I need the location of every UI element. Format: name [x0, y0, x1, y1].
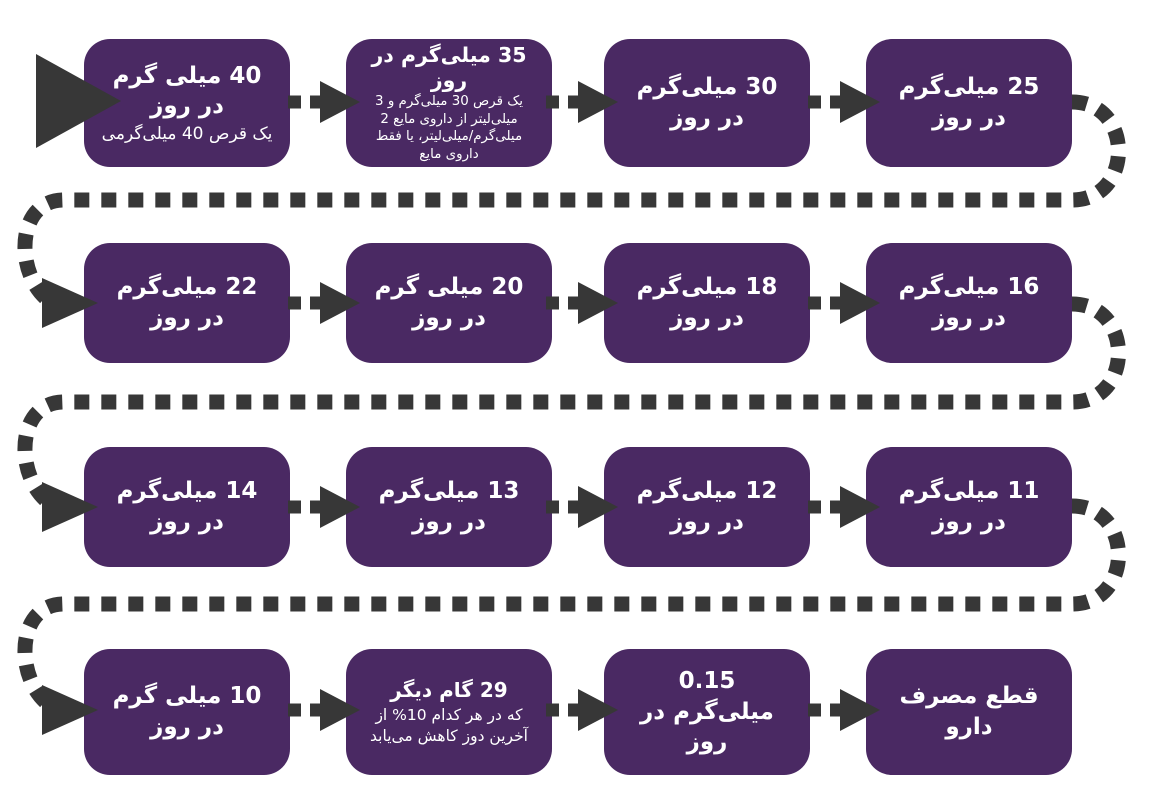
dotted-arrow-connectors [288, 81, 880, 731]
step-title: 16 میلی‌گرم در روز [898, 274, 1040, 331]
step-box-16mg-per-day: 16 میلی‌گرم در روز [866, 243, 1072, 363]
step-box-20mg-per-day: 20 میلی گرم در روز [346, 243, 552, 363]
step-title: 11 میلی‌گرم در روز [898, 478, 1040, 535]
step-title: 10 میلی گرم در روز [112, 683, 262, 740]
step-subtitle: یک قرص 30 میلی‌گرم و 3 میلی‌لیتر از دارو… [375, 94, 523, 162]
step-title: 22 میلی‌گرم در روز [116, 274, 258, 331]
step-box-29-more-steps: 29 گام دیگر که در هر کدام 10% از آخرین د… [346, 649, 552, 775]
step-title: 13 میلی‌گرم در روز [378, 478, 520, 535]
step-title: 40 میلی گرم در روز [112, 62, 262, 120]
step-title: 20 میلی گرم در روز [374, 274, 524, 331]
step-subtitle: یک قرص 40 میلی‌گرمی [101, 123, 273, 144]
step-title: 29 گام دیگر [390, 677, 508, 702]
step-box-13mg-per-day: 13 میلی‌گرم در روز [346, 447, 552, 567]
step-box-22mg-per-day: 22 میلی‌گرم در روز [84, 243, 290, 363]
step-box-35mg-per-day: 35 میلی‌گرم در روز یک قرص 30 میلی‌گرم و … [346, 39, 552, 167]
step-title: 25 میلی‌گرم در روز [898, 74, 1040, 131]
step-box-30mg-per-day: 30 میلی‌گرم در روز [604, 39, 810, 167]
dotted-snake-paths [25, 102, 1119, 704]
step-subtitle: که در هر کدام 10% از آخرین دوز کاهش می‌ی… [370, 705, 528, 745]
step-box-10mg-per-day: 10 میلی گرم در روز [84, 649, 290, 775]
step-title: 35 میلی‌گرم در روز [371, 43, 527, 92]
step-box-40mg-per-day: 40 میلی گرم در روز یک قرص 40 میلی‌گرمی [84, 39, 290, 167]
step-title: 18 میلی‌گرم در روز [636, 274, 778, 331]
step-box-stop-medication: قطع مصرف دارو [866, 649, 1072, 775]
step-title: 14 میلی‌گرم در روز [116, 478, 258, 535]
step-box-18mg-per-day: 18 میلی‌گرم در روز [604, 243, 810, 363]
step-box-14mg-per-day: 14 میلی‌گرم در روز [84, 447, 290, 567]
step-box-12mg-per-day: 12 میلی‌گرم در روز [604, 447, 810, 567]
step-title: 0.15 میلی‌گرم در روز [640, 668, 774, 756]
step-title: قطع مصرف دارو [899, 683, 1039, 740]
step-box-0-15mg-per-day: 0.15 میلی‌گرم در روز [604, 649, 810, 775]
step-box-25mg-per-day: 25 میلی‌گرم در روز [866, 39, 1072, 167]
step-box-11mg-per-day: 11 میلی‌گرم در روز [866, 447, 1072, 567]
step-title: 30 میلی‌گرم در روز [636, 74, 778, 131]
step-title: 12 میلی‌گرم در روز [636, 478, 778, 535]
